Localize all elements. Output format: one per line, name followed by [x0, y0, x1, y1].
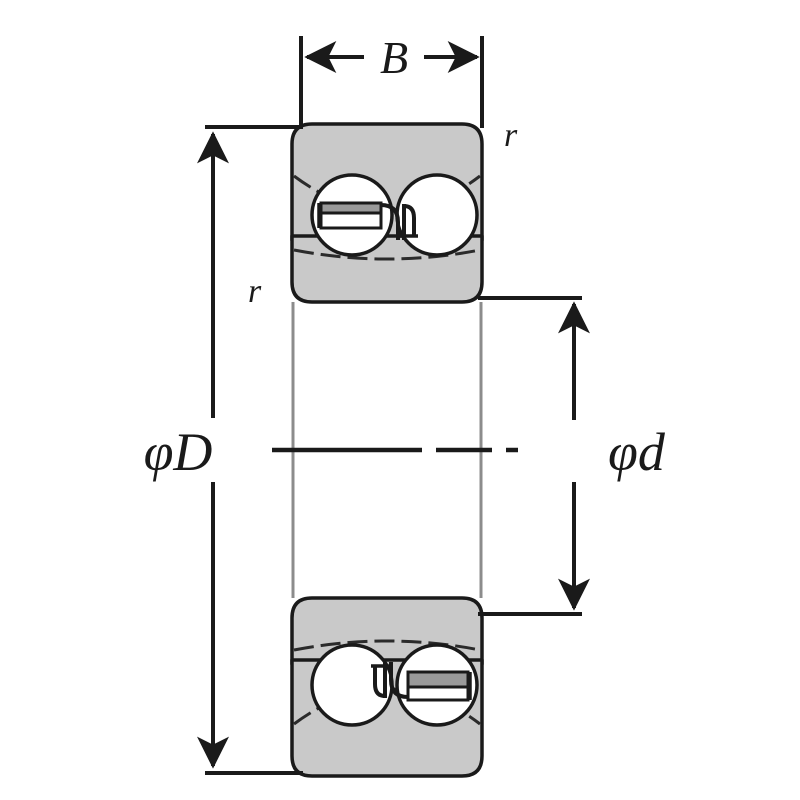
dimension-b-label: B [380, 32, 408, 83]
dimension-phi-d-outer: φD [144, 125, 303, 775]
dimension-phi-d-outer-label: φD [144, 422, 213, 482]
bearing-bottom-half [290, 596, 484, 778]
cage-post-top-b [403, 204, 416, 236]
raceway-arc-top-lower [293, 248, 481, 261]
bearing-top-half [290, 122, 484, 304]
chamfer-radius-label-top: r [504, 117, 518, 154]
cage-detail-bottom [371, 662, 472, 702]
cage-bar-bottom-upper [406, 670, 470, 689]
chamfer-radius-label-left: r [248, 273, 262, 310]
bearing-body [290, 122, 484, 778]
cage-bar-bottom-lower [406, 685, 470, 702]
ball-bottom-left [310, 643, 394, 727]
cage-post-bottom-b [373, 666, 386, 698]
cage-hook-top [380, 203, 400, 240]
cage-detail-top [317, 201, 418, 240]
dimension-phi-d-bore: φd [478, 296, 666, 616]
dimension-phi-d-bore-label: φd [608, 422, 666, 482]
cage-bar-top-lower [319, 211, 383, 230]
raceway-arc-bottom-upper [293, 639, 481, 652]
dimension-b: B [299, 32, 484, 128]
ball-top-right [395, 173, 479, 257]
cage-hook-bottom [389, 662, 409, 699]
